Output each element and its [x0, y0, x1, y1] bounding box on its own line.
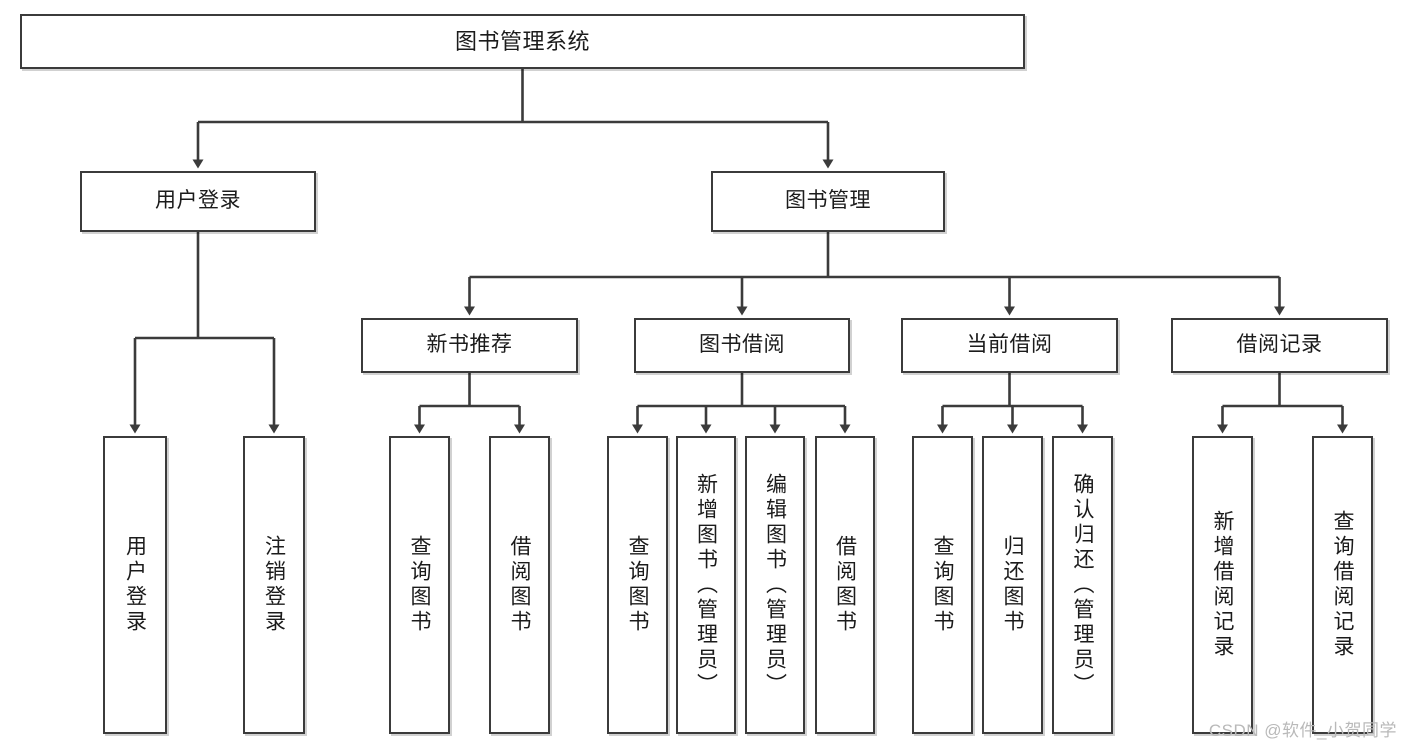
edge-bus: [135, 232, 274, 340]
node-label: 图书管理: [785, 189, 871, 213]
node-loan-record[interactable]: 借阅记录: [1171, 318, 1388, 373]
node-leaf-13[interactable]: 查询借阅记录: [1312, 436, 1373, 734]
node-label: 查询图书: [931, 535, 954, 635]
node-label: 注销登录: [262, 535, 286, 635]
node-leaf-7[interactable]: 编辑图书（管理员）: [745, 436, 805, 734]
node-label: 新增借阅记录: [1211, 510, 1234, 660]
node-book-manage[interactable]: 图书管理: [711, 171, 945, 232]
csdn-watermark: CSDN @软件_小贺同学: [1208, 721, 1397, 740]
node-label: 编辑图书（管理员）: [763, 472, 787, 698]
node-leaf-4[interactable]: 借阅图书: [489, 436, 550, 734]
node-leaf-1[interactable]: 用户登录: [103, 436, 167, 734]
node-leaf-11[interactable]: 确认归还（管理员）: [1052, 436, 1113, 734]
node-leaf-10[interactable]: 归还图书: [982, 436, 1043, 734]
node-label: 用户登录: [155, 189, 241, 213]
node-leaf-8[interactable]: 借阅图书: [815, 436, 875, 734]
node-label: 借阅记录: [1236, 333, 1323, 357]
node-label: 借阅图书: [833, 535, 857, 635]
node-label: 借阅图书: [508, 535, 531, 635]
edge-bus: [637, 373, 845, 408]
node-label: 确认归还（管理员）: [1071, 472, 1094, 698]
node-current-loan[interactable]: 当前借阅: [901, 318, 1118, 373]
edge-bus: [198, 69, 828, 124]
edge-bus: [942, 373, 1083, 408]
node-new-book-rec[interactable]: 新书推荐: [361, 318, 578, 373]
node-leaf-12[interactable]: 新增借阅记录: [1192, 436, 1253, 734]
node-label: 新增图书（管理员）: [694, 472, 718, 698]
node-label: 用户登录: [123, 535, 147, 635]
node-label: 新书推荐: [426, 333, 513, 357]
node-root[interactable]: 图书管理系统: [20, 14, 1025, 69]
edge-bus: [1222, 373, 1343, 408]
node-label: 当前借阅: [966, 333, 1053, 357]
node-leaf-3[interactable]: 查询图书: [389, 436, 450, 734]
node-leaf-9[interactable]: 查询图书: [912, 436, 973, 734]
node-leaf-2[interactable]: 注销登录: [243, 436, 305, 734]
node-label: 查询图书: [408, 535, 431, 635]
edge-bus: [419, 373, 520, 408]
node-label: 归还图书: [1001, 535, 1024, 635]
node-user-login[interactable]: 用户登录: [80, 171, 316, 232]
edge-bus: [469, 232, 1280, 279]
node-book-borrow[interactable]: 图书借阅: [634, 318, 850, 373]
node-leaf-6[interactable]: 新增图书（管理员）: [676, 436, 736, 734]
node-label: 查询借阅记录: [1331, 510, 1354, 660]
node-leaf-5[interactable]: 查询图书: [607, 436, 668, 734]
node-label: 图书管理系统: [454, 28, 590, 54]
node-label: 查询图书: [626, 535, 649, 635]
node-label: 图书借阅: [699, 333, 785, 357]
